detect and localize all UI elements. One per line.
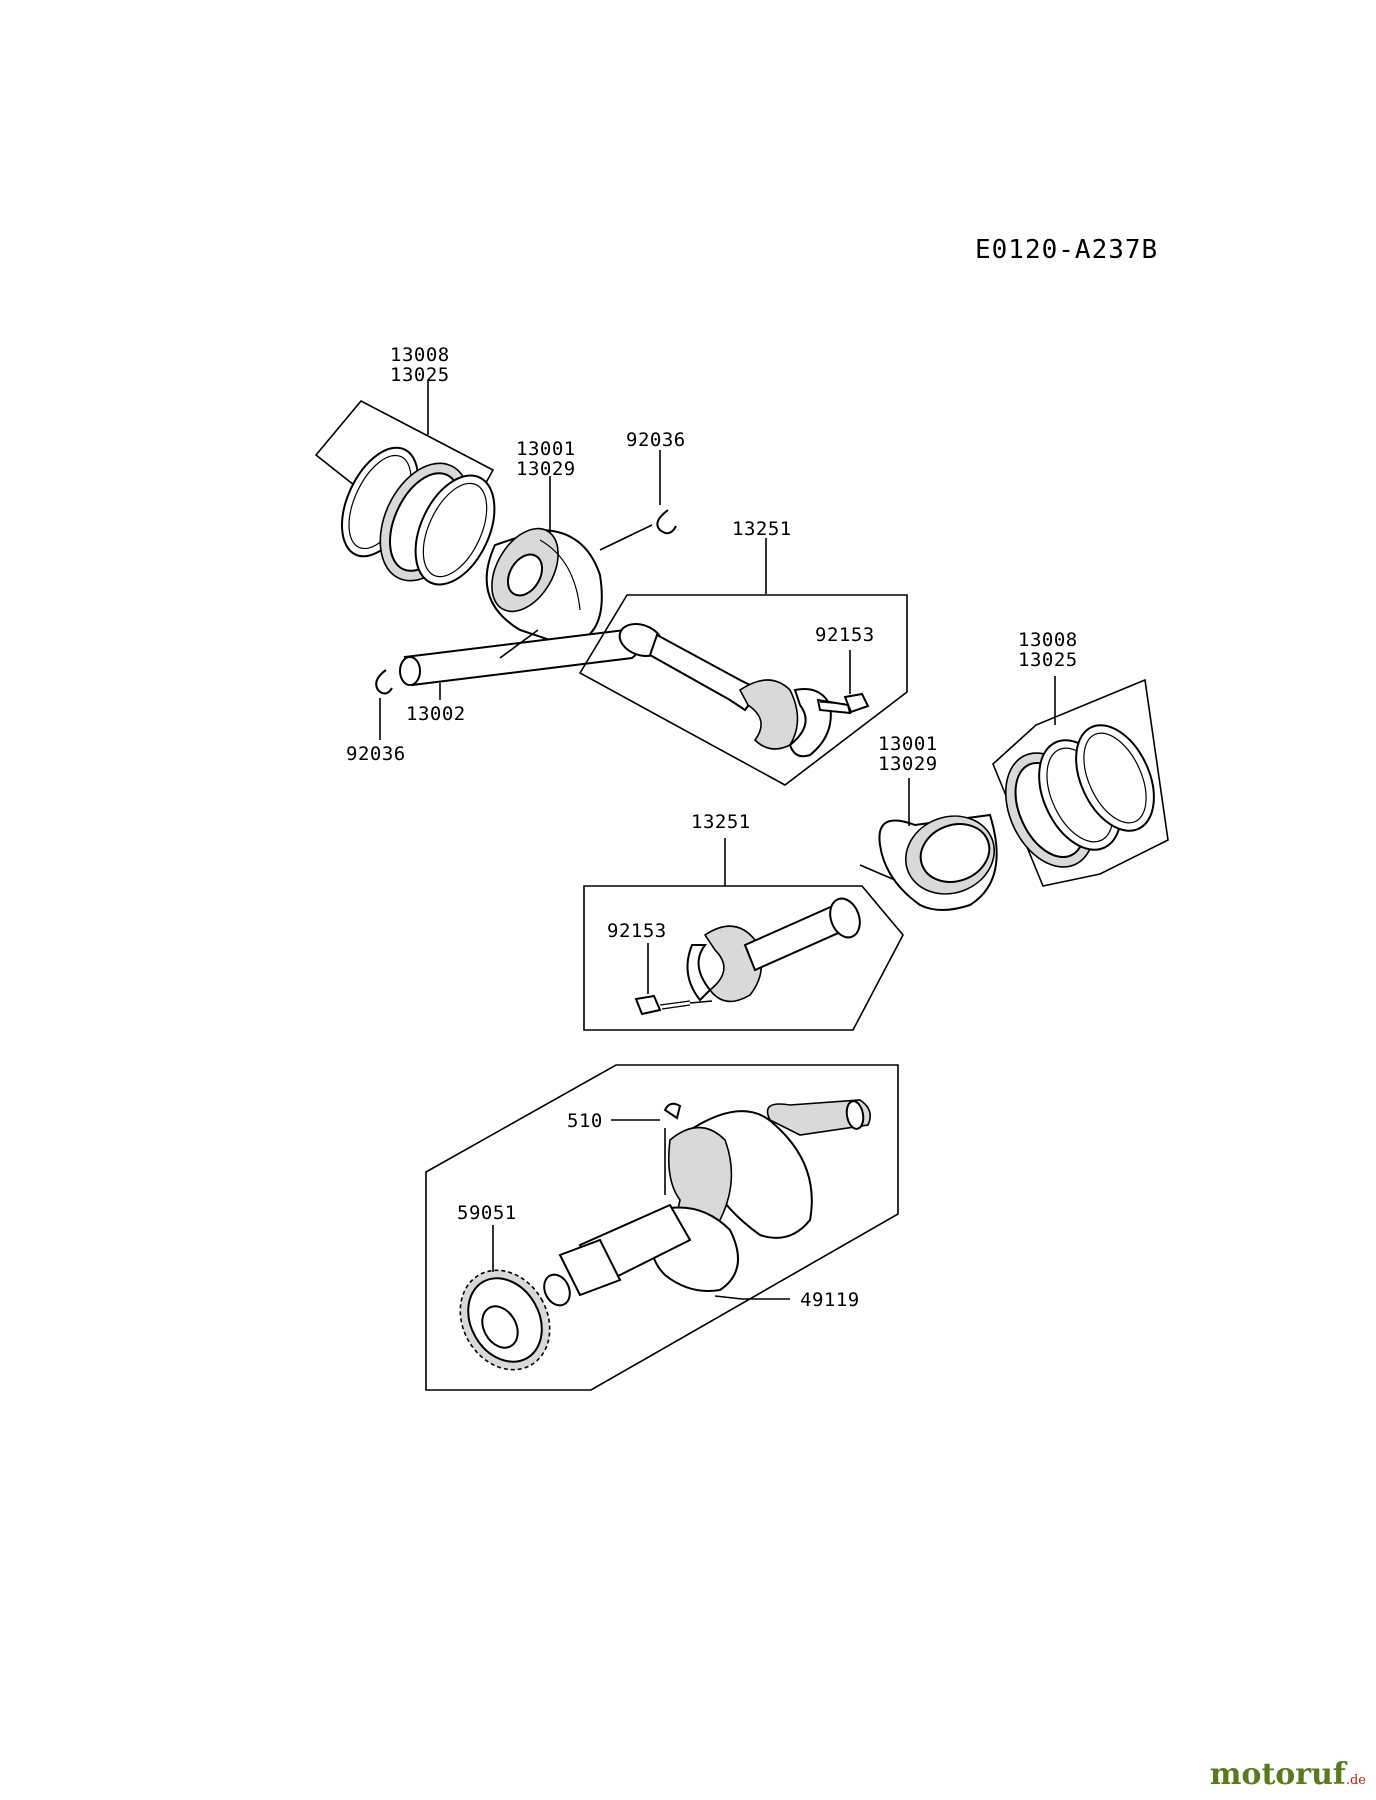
label-92036-bottom: 92036 xyxy=(346,743,406,765)
label-13002: 13002 xyxy=(406,703,466,725)
label-510: 510 xyxy=(567,1110,603,1132)
label-13029-b: 13029 xyxy=(878,753,938,775)
piston-pin[interactable] xyxy=(399,628,641,687)
bolt-2[interactable] xyxy=(634,994,691,1016)
label-13029-a: 13029 xyxy=(516,458,576,480)
circlip-top[interactable] xyxy=(656,509,677,535)
piston-1[interactable] xyxy=(478,517,603,647)
label-13251-a: 13251 xyxy=(732,518,792,540)
label-59051: 59051 xyxy=(457,1202,517,1224)
label-13008-a: 13008 xyxy=(390,344,450,366)
label-49119: 49119 xyxy=(800,1289,860,1311)
label-92153-b: 92153 xyxy=(607,920,667,942)
label-13008-b: 13008 xyxy=(1018,629,1078,651)
crankshaft-gear[interactable] xyxy=(443,1254,568,1386)
piston-rings-set-2[interactable] xyxy=(988,678,1169,887)
label-13251-b: 13251 xyxy=(691,811,751,833)
label-13025-a: 13025 xyxy=(390,364,450,386)
watermark-logo: motoruf.de xyxy=(1209,1757,1366,1792)
label-13001-a: 13001 xyxy=(516,438,576,460)
crankshaft[interactable] xyxy=(425,1064,899,1391)
woodruff-key[interactable] xyxy=(663,1102,682,1120)
label-13001-b: 13001 xyxy=(878,733,938,755)
connecting-rod-2[interactable] xyxy=(583,885,904,1031)
piston-2[interactable] xyxy=(878,804,1005,911)
label-92153-a: 92153 xyxy=(815,624,875,646)
label-92036-top: 92036 xyxy=(626,429,686,451)
piston-rings-set-1[interactable] xyxy=(314,399,510,597)
label-13025-b: 13025 xyxy=(1018,649,1078,671)
connecting-rod-1[interactable] xyxy=(578,594,908,786)
circlip-bottom[interactable] xyxy=(375,669,393,695)
diagram-code: E0120-A237B xyxy=(975,235,1158,265)
bolt-1[interactable] xyxy=(819,692,870,714)
